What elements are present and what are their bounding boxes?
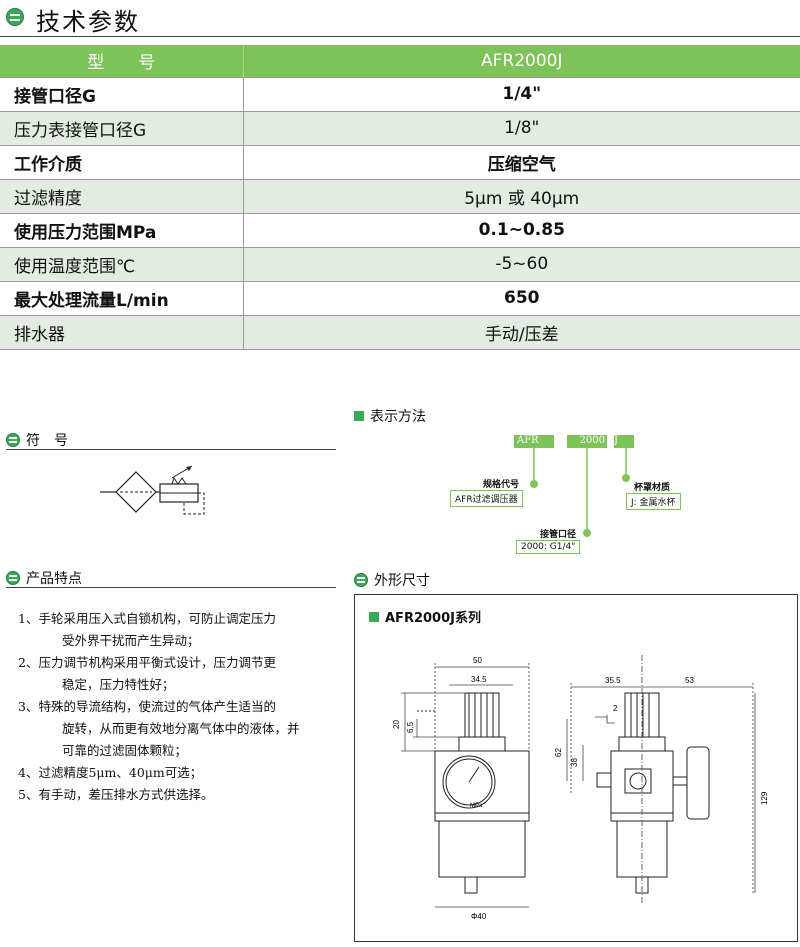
model-series-heading: AFR2000J系列 <box>369 607 481 626</box>
feature-line: 受外界干扰而产生异动； <box>62 633 200 648</box>
spec-table-header: 型 号 AFR2000J <box>0 45 800 78</box>
notation-title: 表示方法 <box>370 409 426 425</box>
spec-value: 手动/压差 <box>243 315 800 350</box>
feature-line: 2、压力调节机构采用平衡式设计，压力调节更 <box>18 655 276 670</box>
spec-key: 过滤精度 <box>0 179 244 214</box>
dimension-drawings: MPa 50 34.5 20 6.5 Φ40 <box>392 655 769 921</box>
frl-symbol-diagram <box>100 465 205 515</box>
dim-side-right-width: 53 <box>685 676 694 685</box>
dim-front-diameter: Φ40 <box>471 912 487 921</box>
section-square-icon <box>354 411 364 421</box>
dimensions-drawing-box: AFR2000J系列 MPa 50 34.5 20 <box>354 594 798 942</box>
features-section-heading: 产品特点 <box>6 568 82 588</box>
dimensions-title: 外形尺寸 <box>374 573 430 589</box>
dim-side-top: 2 <box>613 704 618 713</box>
port-size-value: 2000: G1/4" <box>516 540 581 554</box>
notation-connectors <box>530 448 630 537</box>
spec-value: 650 <box>243 281 800 316</box>
feature-line: 1、手轮采用压入式自锁机构，可防止调定压力 <box>18 611 276 626</box>
spec-key: 使用压力范围MPa <box>0 213 244 248</box>
dim-front-width: 50 <box>473 656 482 665</box>
model-series-title: AFR2000J系列 <box>385 611 481 626</box>
bowl-material-label: 杯罩材质 <box>634 483 671 493</box>
brand-logo-icon <box>6 8 24 26</box>
spec-value: 压缩空气 <box>243 145 800 180</box>
series-square-icon <box>369 611 379 622</box>
feature-line: 4、过滤精度5μm、40μm可选； <box>18 765 203 780</box>
dim-front-knob-width: 34.5 <box>471 675 487 684</box>
page-title: 技术参数 <box>36 8 140 36</box>
symbol-divider <box>6 449 336 450</box>
dimensions-section-heading: 外形尺寸 <box>354 570 430 590</box>
spec-key: 工作介质 <box>0 145 244 180</box>
features-list: 1、手轮采用压入式自锁机构，可防止调定压力受外界干扰而产生异动； 2、压力调节机构… <box>18 608 348 806</box>
feature-line: 3、特殊的导流结构，使流过的气体产生适当的 <box>18 699 276 714</box>
title-divider <box>0 36 800 37</box>
section-logo-icon <box>6 571 20 585</box>
section-logo-icon <box>6 433 20 447</box>
spec-row: 排水器手动/压差 <box>0 315 800 350</box>
gauge-unit-label: MPa <box>470 803 483 809</box>
code-part-2: 2000 <box>567 435 607 448</box>
spec-value: 1/4" <box>243 77 800 112</box>
spec-row: 使用温度范围℃-5~60 <box>0 247 800 282</box>
dim-side-38: 38 <box>570 758 579 767</box>
dim-front-cap-height: 6.5 <box>406 721 415 733</box>
port-size-label: 接管口径 <box>540 530 577 540</box>
model-header-value: AFR2000J <box>243 45 800 78</box>
spec-value: 5μm 或 40μm <box>243 179 800 214</box>
symbol-title: 符 号 <box>26 433 68 449</box>
spec-key: 接管口径G <box>0 77 244 112</box>
bowl-material-value: J: 金属水杯 <box>626 493 681 510</box>
notation-section-heading: 表示方法 <box>354 406 426 426</box>
code-part-3: J <box>614 435 634 448</box>
feature-line: 5、有手动，差压排水方式供选择。 <box>18 787 214 802</box>
spec-row: 工作介质压缩空气 <box>0 145 800 180</box>
spec-key: 使用温度范围℃ <box>0 247 244 282</box>
side-view <box>596 655 710 905</box>
dim-side-62: 62 <box>554 748 563 757</box>
dim-side-129: 129 <box>760 791 769 805</box>
front-view <box>417 692 530 894</box>
spec-code-value: AFR过滤调压器 <box>450 490 523 507</box>
feature-line: 可靠的过滤固体颗粒； <box>62 743 188 758</box>
spec-code-label: 规格代号 <box>483 480 520 490</box>
symbol-section-heading: 符 号 <box>6 430 68 450</box>
feature-line: 旋转，从而更有效地分离气体中的液体，并 <box>62 721 300 736</box>
features-divider <box>6 587 336 588</box>
features-title: 产品特点 <box>26 571 82 587</box>
spec-value: 1/8" <box>243 111 800 146</box>
code-part-1: AFR <box>514 435 554 448</box>
model-header-label: 型 号 <box>0 45 244 78</box>
dim-side-left-width: 35.5 <box>605 676 621 685</box>
spec-value: -5~60 <box>243 247 800 282</box>
spec-key: 压力表接管口径G <box>0 111 244 146</box>
spec-key: 最大处理流量L/min <box>0 281 244 316</box>
spec-key: 排水器 <box>0 315 244 350</box>
section-logo-icon <box>354 573 368 587</box>
spec-value: 0.1~0.85 <box>243 213 800 248</box>
dim-front-knob-height: 20 <box>392 720 401 729</box>
feature-line: 稳定，压力特性好； <box>62 677 175 692</box>
